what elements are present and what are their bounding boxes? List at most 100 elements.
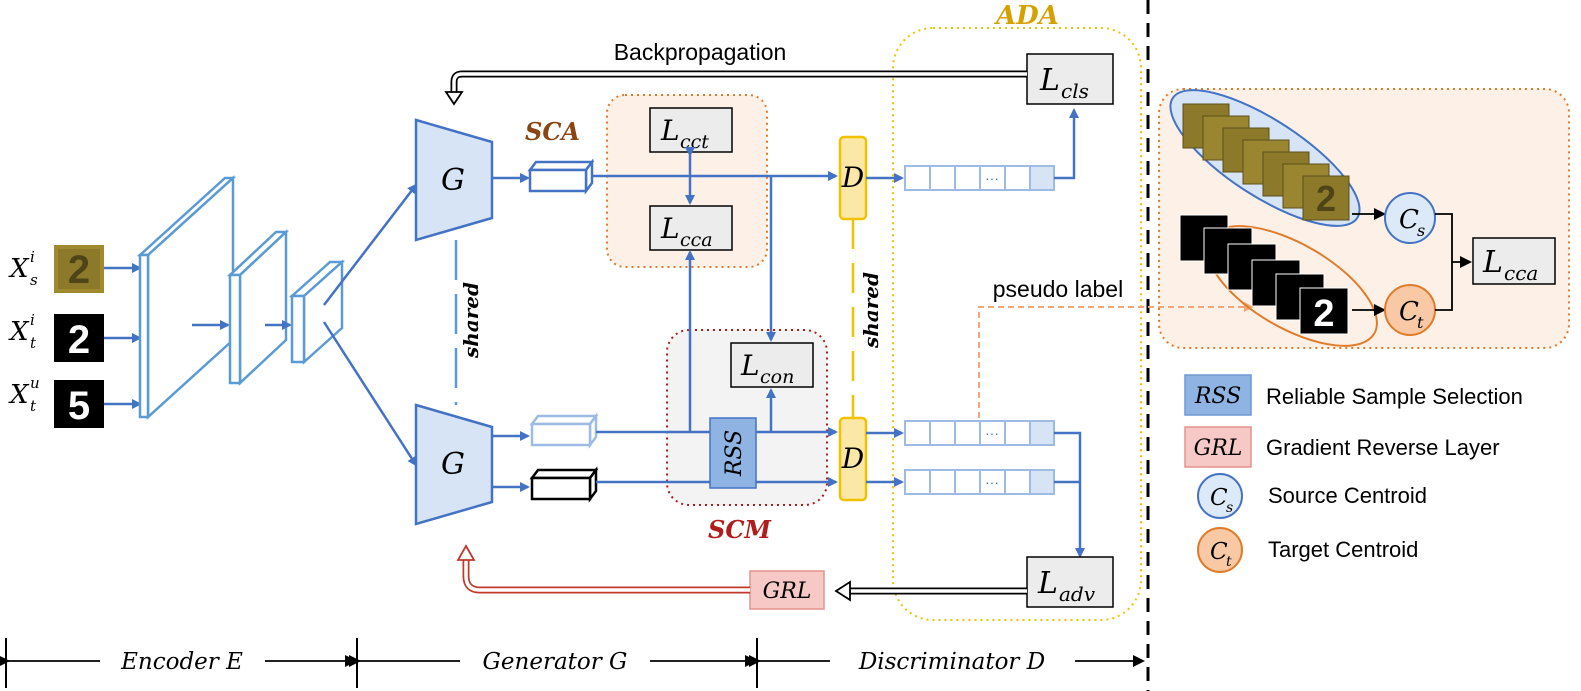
arrow	[1054, 108, 1079, 180]
legend-rss-text: Reliable Sample Selection	[1266, 384, 1523, 409]
loss-cct-box: L cct	[649, 107, 733, 153]
loss-cls-box: L cls	[1026, 53, 1114, 105]
feature-block-target-unlabeled	[529, 466, 599, 503]
svg-text:t: t	[30, 397, 37, 415]
ada-region	[892, 27, 1142, 621]
stage-ticks	[5, 638, 758, 688]
svg-text:s: s	[1226, 500, 1233, 516]
svg-text:G: G	[441, 447, 465, 482]
input-xsi-sub: s	[30, 271, 38, 289]
pseudo-label-text: pseudo label	[993, 276, 1123, 302]
sca-label: SCA	[525, 117, 580, 146]
stage-discriminator: Discriminator D	[749, 649, 1145, 675]
svg-text:···: ···	[985, 474, 999, 490]
svg-text:cct: cct	[680, 131, 709, 153]
svg-text:RSS: RSS	[722, 430, 747, 477]
output-vector-source: ···	[904, 165, 1055, 191]
backpropagation-label: Backpropagation	[614, 39, 787, 65]
svg-text:L: L	[1039, 63, 1060, 98]
svg-text:con: con	[760, 366, 794, 388]
svg-text:L: L	[740, 349, 760, 382]
svg-text:2: 2	[68, 248, 90, 292]
input-xsi: X i s	[8, 248, 38, 289]
legend-source-centroid: C s Source Centroid	[1197, 473, 1427, 519]
source-sample-stack: 2	[1169, 89, 1361, 227]
svg-text:GRL: GRL	[763, 579, 812, 604]
target-centroid: C t	[1384, 284, 1436, 336]
svg-text:5: 5	[68, 384, 90, 428]
grl-reverse-arrow	[456, 544, 750, 594]
scm-label: SCM	[708, 515, 772, 544]
input-xtu: X u t	[8, 374, 40, 415]
svg-text:X: X	[8, 254, 30, 284]
stage-generator-label: Generator G	[483, 649, 628, 675]
arrow	[323, 183, 418, 306]
svg-text:adv: adv	[1059, 582, 1096, 606]
svg-text:C: C	[1399, 205, 1419, 235]
stage-encoder: Encoder E	[0, 649, 357, 675]
feature-block-source	[527, 158, 595, 195]
svg-text:t: t	[1226, 554, 1232, 570]
legend-source-centroid-text: Source Centroid	[1268, 483, 1427, 508]
svg-text:i: i	[30, 311, 35, 329]
legend-target-centroid: C t Target Centroid	[1197, 527, 1418, 573]
feature-block-target-labeled	[529, 412, 599, 449]
svg-text:2: 2	[1316, 178, 1336, 219]
generator-top: G	[414, 118, 494, 242]
legend-target-centroid-text: Target Centroid	[1268, 537, 1418, 562]
pseudo-label-arrow	[978, 302, 1254, 418]
arrow	[322, 321, 418, 467]
generator-bottom: G	[414, 403, 494, 526]
svg-text:C: C	[1210, 485, 1228, 511]
loss-adv-box: L adv	[1026, 556, 1114, 608]
svg-text:t: t	[30, 334, 37, 352]
input-xti: X i t	[8, 311, 37, 352]
loss-cca-right-box: L cca	[1472, 237, 1556, 285]
svg-text:L: L	[1037, 566, 1058, 601]
stage-encoder-label: Encoder E	[120, 649, 243, 675]
rss-block: RSS	[709, 417, 757, 489]
target-sample-stack: 2	[1179, 214, 1378, 347]
ada-label: ADA	[993, 1, 1059, 31]
loss-con-box: L con	[730, 342, 814, 388]
svg-text:cca: cca	[680, 229, 713, 251]
svg-text:t: t	[1417, 313, 1424, 332]
svg-text:D: D	[841, 442, 864, 475]
input-xsi-sup: i	[30, 248, 35, 266]
svg-text:L: L	[1482, 245, 1503, 280]
grl-arrow-to-grl	[834, 580, 1027, 602]
svg-text:GRL: GRL	[1194, 436, 1243, 461]
svg-text:2: 2	[68, 318, 90, 362]
svg-text:···: ···	[985, 425, 999, 441]
svg-text:cca: cca	[1504, 261, 1538, 285]
source-centroid: C s	[1384, 192, 1436, 244]
svg-text:cls: cls	[1061, 79, 1089, 103]
mnist-digit-image-5: 5	[54, 380, 104, 428]
encoder-layer-1	[136, 175, 237, 420]
shared-label-d: shared	[859, 272, 883, 349]
shared-label-g: shared	[459, 282, 483, 359]
svg-text:C: C	[1210, 539, 1228, 565]
output-vector-target-unlabeled: ···	[904, 469, 1055, 495]
svg-text:X: X	[8, 380, 30, 410]
stage-generator: Generator G	[349, 649, 757, 675]
stage-discriminator-label: Discriminator D	[858, 649, 1045, 675]
svg-text:G: G	[441, 163, 465, 198]
svg-text:RSS: RSS	[1194, 384, 1241, 409]
encoder-layer-2	[226, 229, 290, 386]
svg-text:D: D	[841, 161, 864, 194]
discriminator-bottom: D	[838, 416, 868, 502]
encoder-layer-3	[288, 259, 346, 365]
svg-text:L: L	[660, 212, 680, 245]
backpropagation-arrow	[450, 70, 1027, 92]
loss-cca-box: L cca	[649, 205, 733, 251]
grl-block: GRL	[749, 570, 825, 610]
legend-grl-text: Gradient Reverse Layer	[1266, 435, 1500, 460]
svg-text:X: X	[8, 317, 30, 347]
svg-text:···: ···	[985, 170, 999, 186]
arrow	[1054, 431, 1085, 558]
mnist-digit-image-2: 2	[54, 314, 104, 362]
legend-grl: GRL Gradient Reverse Layer	[1184, 426, 1500, 468]
svg-text:u: u	[30, 374, 40, 392]
